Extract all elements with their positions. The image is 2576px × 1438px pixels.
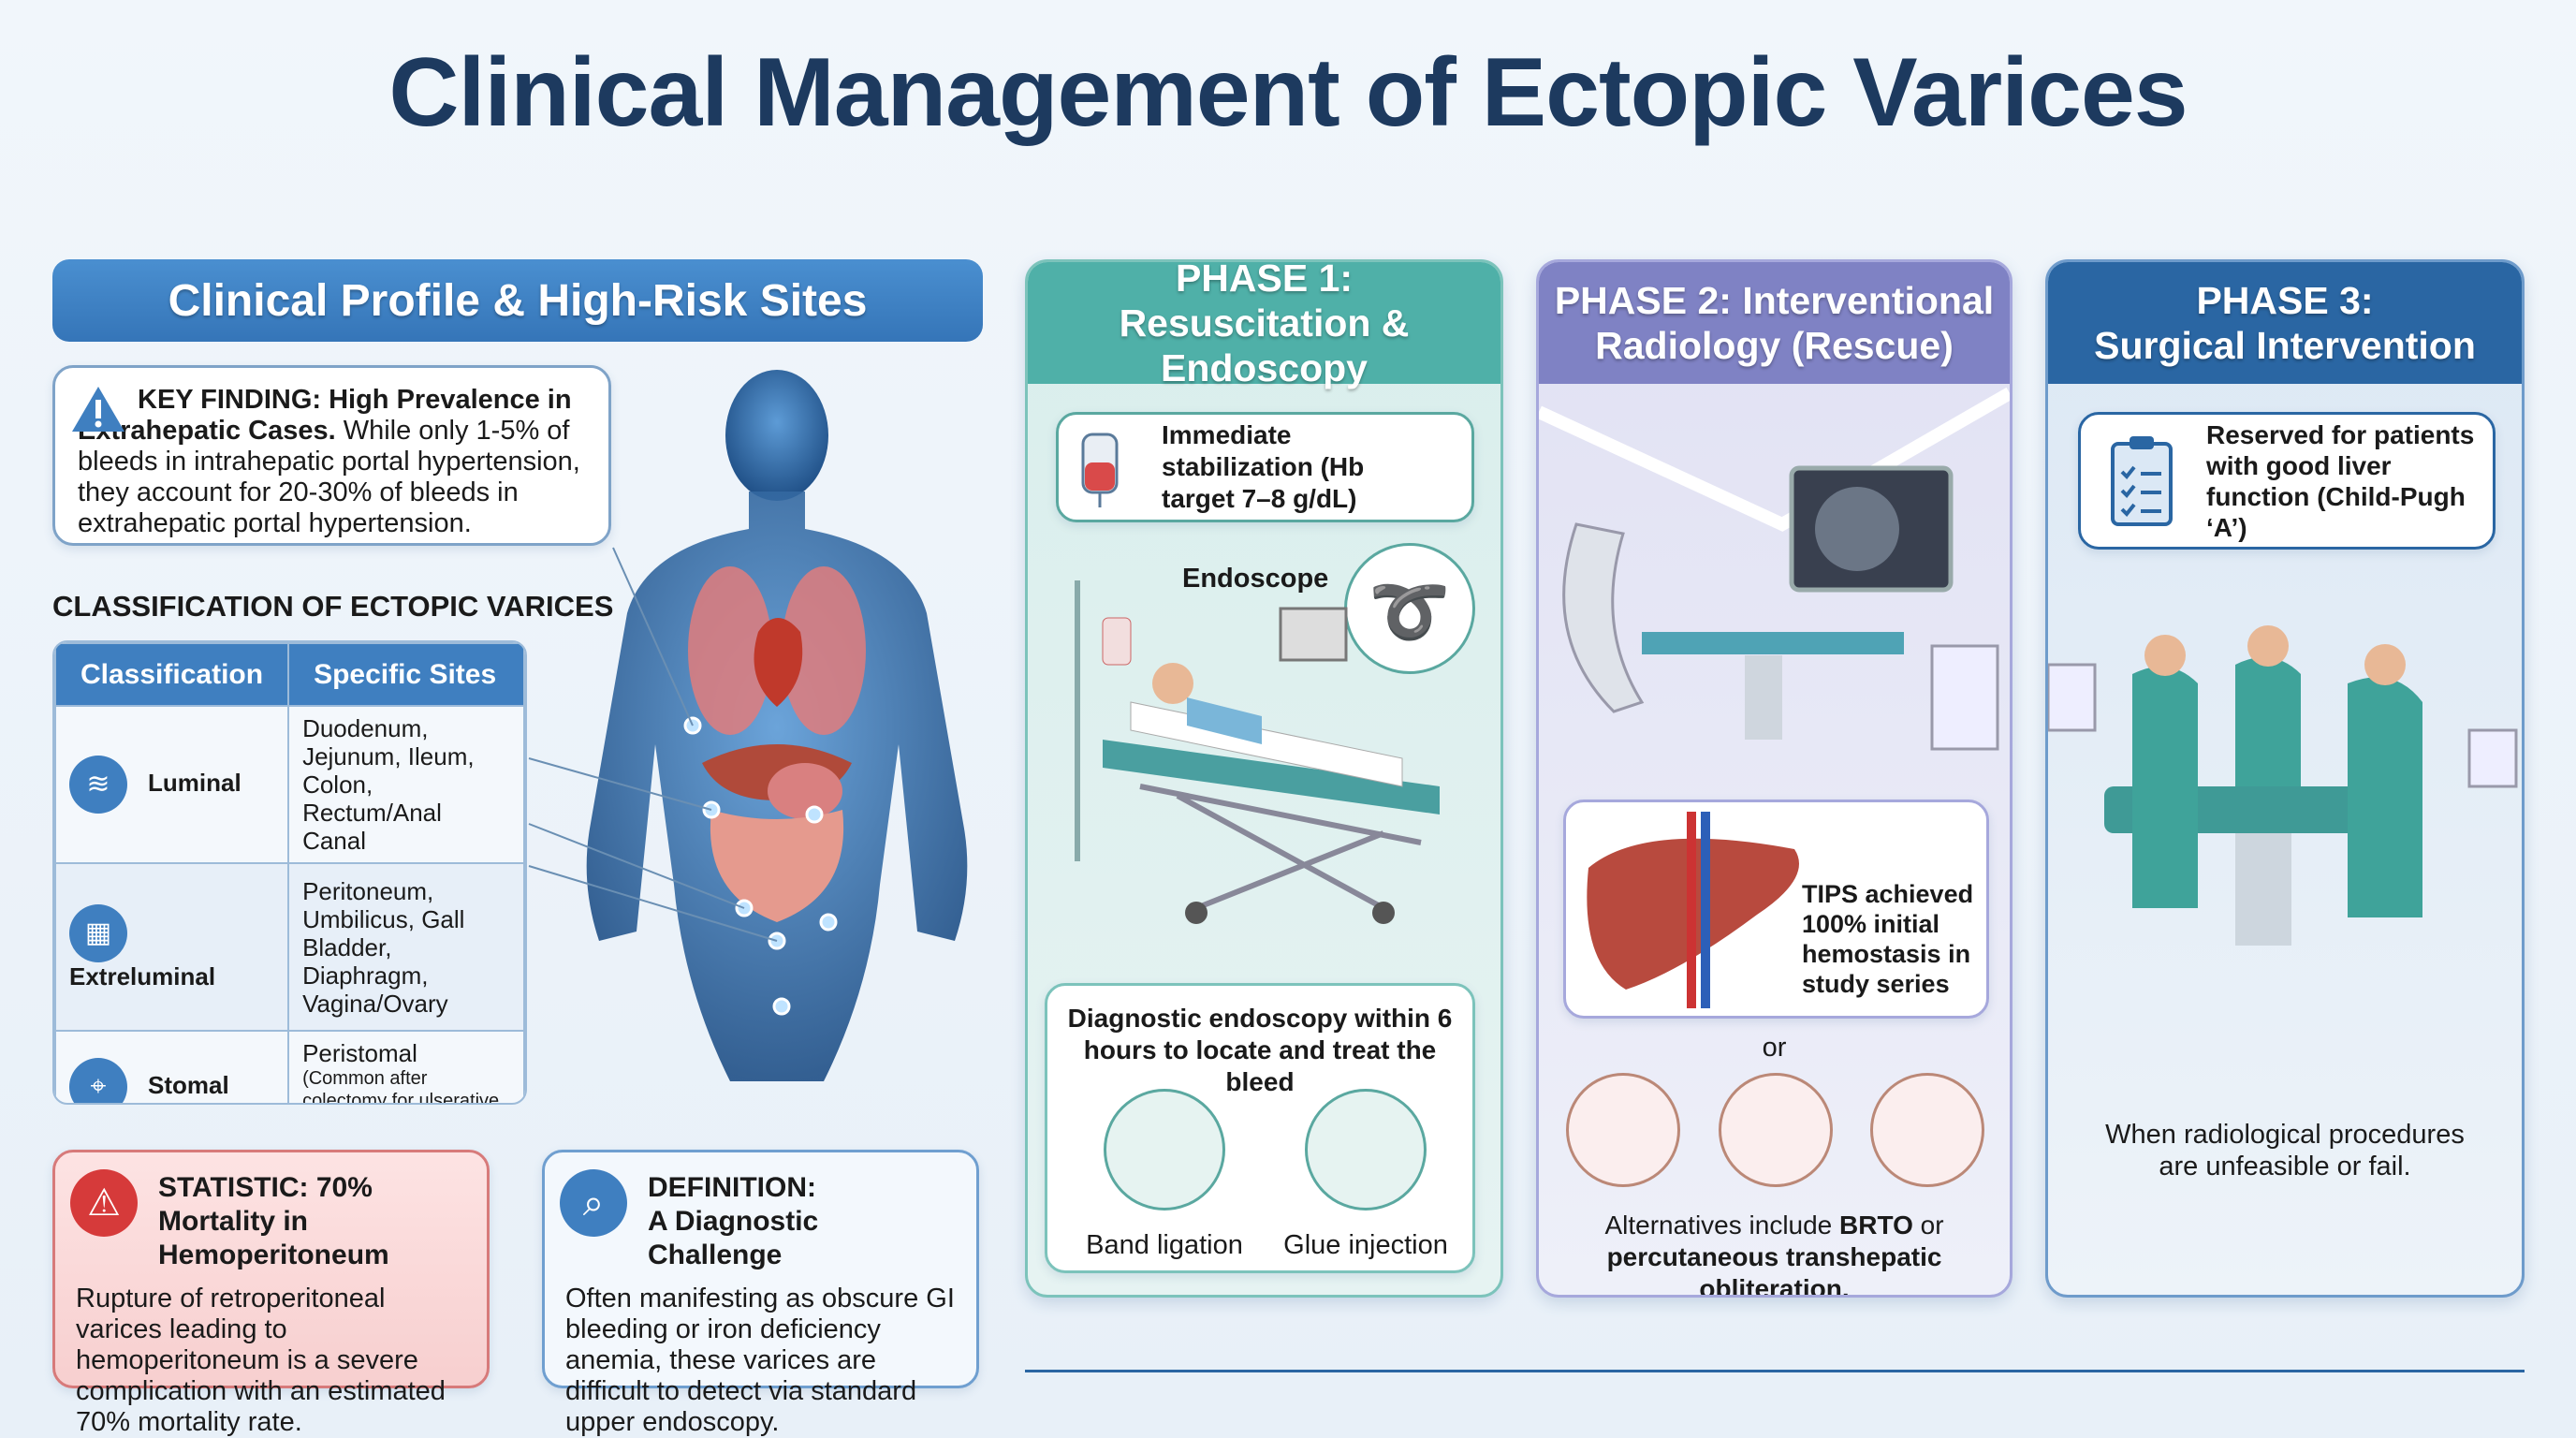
patient-bed-illustration xyxy=(1075,580,1440,924)
profile-header-text: Clinical Profile & High-Risk Sites xyxy=(168,275,868,326)
phase3-column: PHASE 3:Surgical Intervention Reserved f… xyxy=(2045,259,2525,1298)
classification-title: CLASSIFICATION OF ECTOPIC VARICES xyxy=(52,590,614,623)
definition-text: Often manifesting as obscure GI bleeding… xyxy=(565,1284,955,1437)
surgery-illustration xyxy=(2048,625,2518,946)
magnifier-icon: ⌕ xyxy=(560,1169,627,1237)
tips-text: TIPS achieved 100% initial hemostasis in… xyxy=(1802,880,1974,998)
reserved-bubble: Reserved for patients with good liver fu… xyxy=(2078,412,2496,550)
page-title: Clinical Management of Ectopic Varices xyxy=(388,38,2188,147)
key-finding-box: KEY FINDING: High Prevalence in Extrahep… xyxy=(52,365,611,546)
row-name: Extreluminal xyxy=(69,961,216,990)
phase3-subtitle: Surgical Intervention xyxy=(2094,324,2476,367)
band-ligation-image xyxy=(1104,1089,1225,1211)
phase1-column: PHASE 1:Resuscitation & Endoscopy Immedi… xyxy=(1025,259,1503,1298)
mesh-icon: ▦ xyxy=(69,903,127,962)
alt-brto: BRTO xyxy=(1839,1211,1913,1240)
row-sites: Peristomal xyxy=(302,1039,417,1067)
when-text: When radiological procedures are unfeasi… xyxy=(2105,1120,2465,1181)
phase3-header: PHASE 3:Surgical Intervention xyxy=(2048,262,2522,384)
glue-injection-label: Glue injection xyxy=(1283,1230,1448,1260)
row-sites: Peritoneum, Umbilicus, Gall Bladder, Dia… xyxy=(287,862,525,1032)
alternatives-text: Alternatives include BRTO or percutaneou… xyxy=(1558,1210,1991,1298)
phase2-subtitle: Radiology (Rescue) xyxy=(1595,324,1954,367)
diagnostic-box: Diagnostic endoscopy within 6 hours to l… xyxy=(1045,983,1475,1273)
endoscope-icon: ➰ xyxy=(1344,543,1475,674)
liver-tips-illustration xyxy=(1587,812,1799,1008)
tips-callout: TIPS achieved 100% initial hemostasis in… xyxy=(1563,800,1989,1019)
transhepatic-option-icon xyxy=(1870,1073,1984,1187)
or-label: or xyxy=(1762,1033,1787,1063)
phase2-title: PHASE 2: Interventional xyxy=(1554,279,1995,322)
alarm-icon: ⚠ xyxy=(70,1169,138,1237)
statistic-callout: ⚠ STATISTIC: 70% Mortality in Hemoperito… xyxy=(52,1150,490,1437)
reserved-text: Reserved for patients with good liver fu… xyxy=(2206,419,2475,542)
col-header-classification: Classification xyxy=(54,642,290,707)
row-name: Stomal xyxy=(148,1070,229,1099)
row-note: (Common after colectomy for ulserative c… xyxy=(302,1068,500,1105)
alt-rest: percutaneous transhepatic obliteration. xyxy=(1606,1242,1942,1298)
key-finding-text: While only 1-5% of bleeds in intrahepati… xyxy=(78,416,580,538)
stabilization-text: Immediate stabilization (Hb target 7–8 g… xyxy=(1162,420,1365,513)
glue-injection-image xyxy=(1305,1089,1427,1211)
phase3-title: PHASE 3: xyxy=(2196,279,2374,322)
definition-title: DEFINITION: xyxy=(648,1172,816,1203)
definition-callout: ⌕ DEFINITION:A Diagnostic Challenge Ofte… xyxy=(542,1150,979,1437)
col-header-sites: Specific Sites xyxy=(287,642,525,707)
liver-option-icon xyxy=(1566,1073,1680,1187)
table-row: ▦Extreluminal Peritoneum, Umbilicus, Gall… xyxy=(54,862,525,1032)
phase1-title: PHASE 1: xyxy=(1175,259,1354,300)
brto-option-icon xyxy=(1719,1073,1833,1187)
stabilization-bubble: Immediate stabilization (Hb target 7–8 g… xyxy=(1056,412,1474,522)
row-name: Luminal xyxy=(148,768,242,797)
diagnostic-text: Diagnostic endoscopy within 6 hours to l… xyxy=(1067,1004,1453,1096)
divider-line xyxy=(1025,1370,2525,1372)
warning-icon xyxy=(72,387,124,432)
row-sites: Duodenum, Jejunum, Ileum, Colon, Rectum/… xyxy=(287,705,525,864)
phase1-subtitle: Resuscitation & Endoscopy xyxy=(1119,301,1410,389)
dna-icon: ≋ xyxy=(69,756,127,814)
statistic-title: STATISTIC: 70% Mortality in Hemoperitone… xyxy=(158,1172,389,1270)
alt-or: or xyxy=(1912,1211,1944,1240)
location-pin-icon: ⌖ xyxy=(69,1058,127,1103)
blood-bag-icon xyxy=(1081,433,1119,507)
table-row: ≋ Luminal Duodenum, Jejunum, Ileum, Colon,… xyxy=(54,705,525,864)
endoscope-label: Endoscope xyxy=(1182,564,1329,594)
human-anatomy-illustration xyxy=(528,370,968,1081)
alt-prefix: Alternatives include xyxy=(1604,1211,1840,1240)
key-finding-title: KEY FINDING: High Prevalence in Extrahep… xyxy=(78,385,572,446)
phase1-header: PHASE 1:Resuscitation & Endoscopy xyxy=(1028,259,1500,389)
band-ligation-label: Band ligation xyxy=(1086,1230,1243,1260)
profile-header: Clinical Profile & High-Risk Sites xyxy=(52,259,983,342)
clipboard-checklist-icon xyxy=(2111,435,2173,526)
definition-subtitle: A Diagnostic Challenge xyxy=(648,1206,819,1270)
statistic-text: Rupture of retroperitoneal varices leadi… xyxy=(76,1284,446,1437)
table-row: ⌖ Stomal Peristomal(Common after colectomy… xyxy=(54,1030,525,1105)
angiography-suite-illustration xyxy=(1539,387,2010,751)
